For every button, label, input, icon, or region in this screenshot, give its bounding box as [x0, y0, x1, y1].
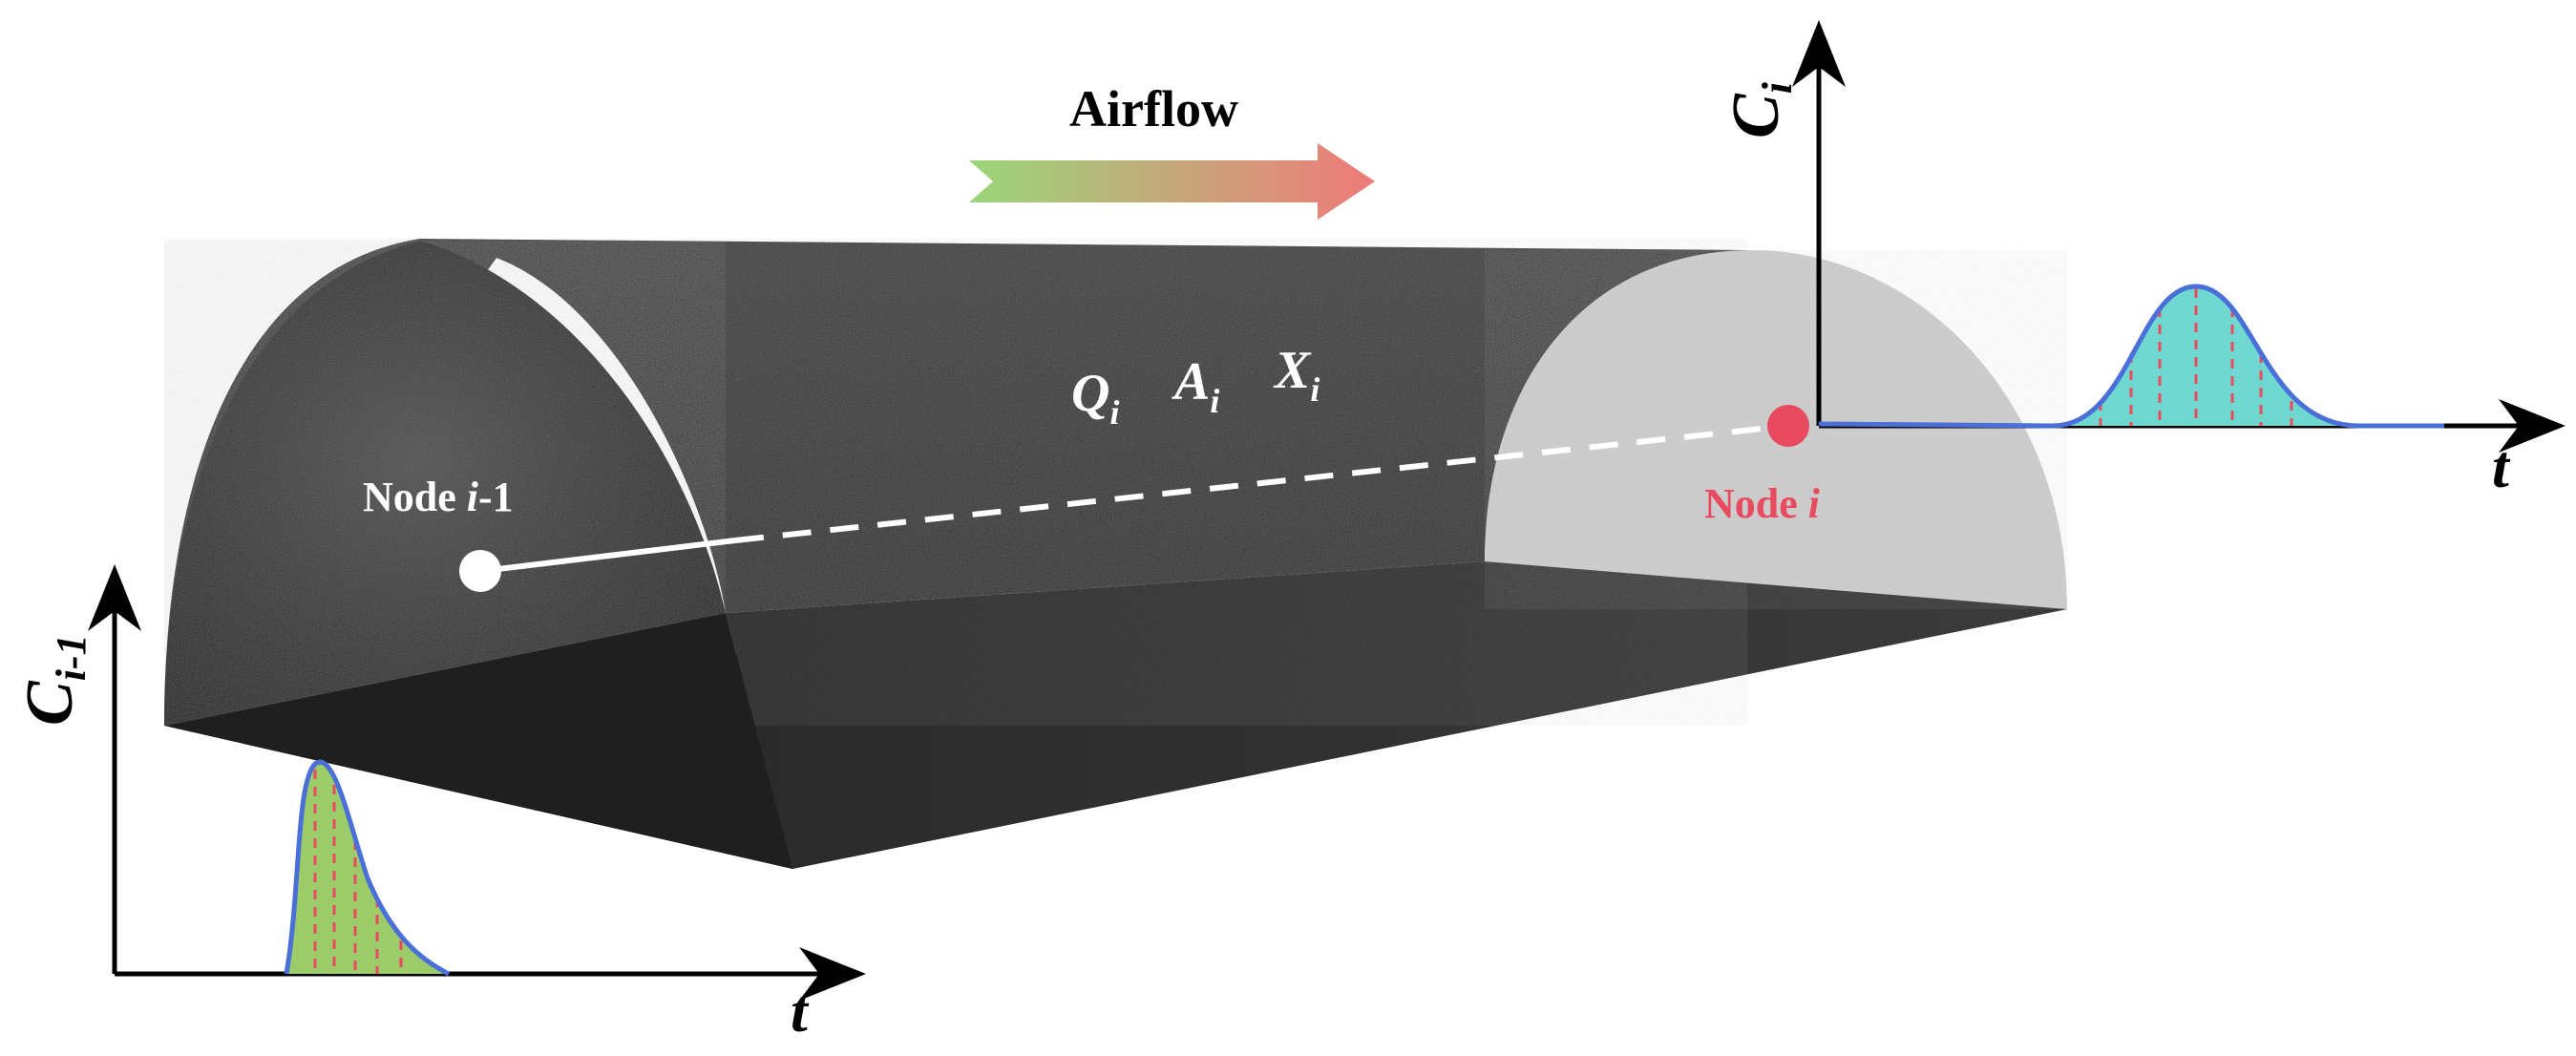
curve-left-fill [286, 762, 449, 974]
tunnel-shell [164, 239, 1747, 726]
node-connector-dashed [734, 423, 1788, 543]
axis-left-y-label: Ci-1 [13, 634, 95, 726]
tunnel-lower-wall [726, 561, 2067, 869]
node-prev-marker [459, 550, 501, 592]
curve-right-hatch [2099, 288, 2293, 426]
curve-right-fill [2053, 286, 2358, 426]
param-x: Xi [1273, 341, 1320, 409]
curve-left-line [284, 759, 451, 977]
axis-right-y-label: Ci [1720, 81, 1801, 138]
node-curr-marker [1767, 405, 1809, 447]
tunnel-inner-floor [164, 613, 792, 869]
tunnel [164, 239, 2067, 869]
curve-left-hatch [313, 770, 403, 974]
node-curr-label: Node i [1704, 480, 1821, 527]
param-a: Ai [1172, 352, 1219, 420]
airflow-arrow [969, 143, 1375, 220]
tunnel-inner-opening [164, 241, 726, 726]
axis-left: Ci-1 t [13, 564, 866, 1045]
axis-right: Ci t [1720, 20, 2565, 500]
node-prev-label: Node i-1 [363, 474, 514, 520]
curve-right-line [1818, 284, 2444, 429]
airflow-label: Airflow [1069, 80, 1238, 137]
axis-right-x-label: t [2492, 433, 2511, 500]
axis-left-x-label: t [791, 977, 810, 1045]
tunnel-parameters: Qi Ai Xi [1071, 341, 1320, 432]
node-connector-solid [481, 538, 736, 574]
param-q: Qi [1071, 364, 1119, 432]
